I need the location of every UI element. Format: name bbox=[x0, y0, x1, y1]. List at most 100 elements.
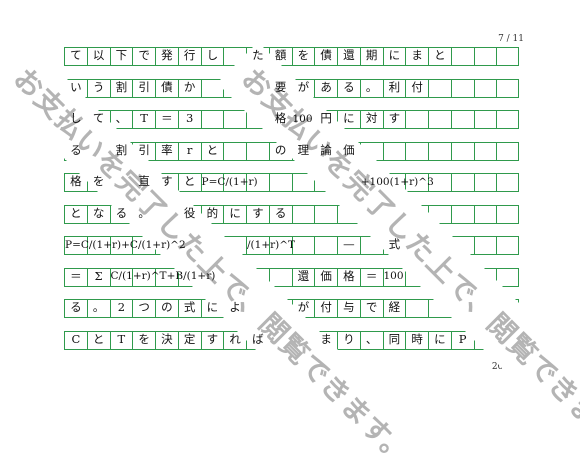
grid-text: 円 bbox=[320, 111, 332, 126]
grid-text: と bbox=[434, 48, 446, 63]
grid-rule bbox=[64, 222, 519, 224]
grid-cell bbox=[405, 110, 428, 128]
grid-text: よ bbox=[229, 300, 241, 315]
grid-text: が bbox=[297, 79, 310, 94]
grid-text: 下 bbox=[115, 48, 128, 63]
grid-text: C bbox=[71, 331, 81, 346]
grid-cell: る bbox=[268, 204, 292, 223]
grid-text: 定 bbox=[183, 331, 196, 346]
grid-cell: 格 bbox=[64, 173, 87, 191]
grid-cell: で bbox=[132, 47, 155, 65]
grid-rule bbox=[64, 285, 519, 287]
grid-cell bbox=[268, 236, 292, 254]
grid-text: 、 bbox=[115, 111, 128, 126]
grid-cell: ＝ bbox=[155, 110, 178, 128]
grid-cell: P=C/(1+r) bbox=[200, 173, 258, 191]
grid-cell bbox=[223, 141, 246, 160]
grid-cell: な bbox=[86, 204, 110, 223]
grid-text: い bbox=[70, 79, 82, 94]
grid-text: 、 bbox=[365, 331, 378, 346]
grid-text: れ bbox=[229, 331, 241, 346]
grid-cell: 以 bbox=[86, 47, 110, 65]
grid-text: 期 bbox=[365, 48, 378, 63]
grid-text: ま bbox=[320, 331, 332, 346]
grid-cell bbox=[496, 267, 519, 286]
grid-cell: う bbox=[86, 78, 110, 97]
grid-text: 。 bbox=[138, 205, 150, 220]
grid-text: 。 bbox=[365, 79, 378, 94]
grid-cell: ＝ bbox=[359, 267, 383, 286]
grid-cell bbox=[428, 78, 451, 97]
grid-cell: 決 bbox=[155, 330, 178, 349]
grid-text: 的 bbox=[206, 205, 219, 220]
grid-cell: す bbox=[382, 110, 406, 128]
grid-text: 債 bbox=[161, 79, 173, 94]
grid-cell bbox=[132, 236, 155, 254]
grid-text: 額 bbox=[274, 48, 287, 63]
grid-cell: P=C/(1+r)+C/(1+r)^2 bbox=[64, 236, 186, 254]
grid-cell: 、 bbox=[109, 110, 133, 128]
grid-text: 還 bbox=[297, 268, 310, 283]
grid-text: 率 bbox=[161, 142, 173, 157]
grid-text: — bbox=[343, 237, 355, 252]
grid-cell bbox=[496, 110, 519, 128]
grid-cell: 還 bbox=[291, 267, 315, 286]
grid-text: す bbox=[161, 174, 173, 189]
grid-cell bbox=[314, 173, 337, 191]
grid-cell bbox=[450, 141, 474, 160]
grid-text: 割 bbox=[115, 79, 128, 94]
grid-text: す bbox=[388, 111, 401, 126]
grid-cell bbox=[473, 173, 497, 191]
grid-text: を bbox=[92, 174, 105, 189]
grid-cell: 債 bbox=[155, 78, 178, 97]
grid-cell: 式 bbox=[177, 299, 201, 317]
grid-cell bbox=[405, 299, 428, 317]
grid-text: と bbox=[183, 174, 196, 189]
grid-cell: 引 bbox=[132, 78, 155, 97]
grid-cell: 2 bbox=[109, 299, 133, 317]
grid-cell: と bbox=[64, 204, 87, 223]
grid-cell: し bbox=[200, 47, 224, 65]
grid-cell: 3 bbox=[177, 110, 201, 128]
grid-text: 発 bbox=[161, 48, 173, 63]
grid-cell bbox=[496, 78, 519, 97]
grid-cell bbox=[428, 173, 451, 191]
grid-cell: — bbox=[337, 236, 360, 254]
page-number: 7 / 11 bbox=[498, 34, 524, 44]
grid-cell bbox=[473, 110, 497, 128]
grid-cell: 率 bbox=[155, 141, 178, 160]
grid-text: あ bbox=[320, 79, 332, 94]
grid-text: ば bbox=[252, 331, 264, 346]
grid-text: と bbox=[92, 331, 105, 346]
grid-text: T bbox=[117, 331, 126, 346]
grid-text: T bbox=[140, 111, 148, 126]
grid-text: 格 bbox=[70, 174, 82, 189]
grid-text: に bbox=[229, 205, 241, 220]
grid-cell: T bbox=[132, 110, 155, 128]
grid-cell bbox=[337, 204, 360, 223]
grid-cell: の bbox=[268, 141, 292, 160]
grid-cell: か bbox=[177, 78, 201, 97]
grid-cell: 100 bbox=[382, 267, 406, 286]
grid-cell bbox=[496, 173, 519, 191]
grid-cell: 同 bbox=[382, 330, 406, 349]
grid-cell: /(1+r)^T bbox=[246, 236, 295, 254]
grid-text: と bbox=[70, 205, 82, 220]
grid-cell: れ bbox=[223, 330, 246, 349]
grid-text: で bbox=[138, 48, 150, 63]
grid-cell bbox=[428, 299, 451, 317]
grid-cell bbox=[473, 236, 497, 254]
grid-text: r bbox=[186, 142, 193, 157]
grid-cell: 付 bbox=[314, 299, 337, 317]
grid-cell: り bbox=[337, 330, 360, 349]
grid-text: 3 bbox=[185, 111, 194, 126]
grid-cell: の bbox=[155, 299, 178, 317]
grid-cell: 。 bbox=[359, 78, 383, 97]
grid-row: て以下で発行した額を債還期にまと bbox=[64, 47, 519, 65]
grid-text: 引 bbox=[138, 79, 150, 94]
grid-text: 価 bbox=[320, 268, 332, 283]
grid-cell: と bbox=[177, 173, 201, 191]
grid-cell bbox=[450, 173, 474, 191]
